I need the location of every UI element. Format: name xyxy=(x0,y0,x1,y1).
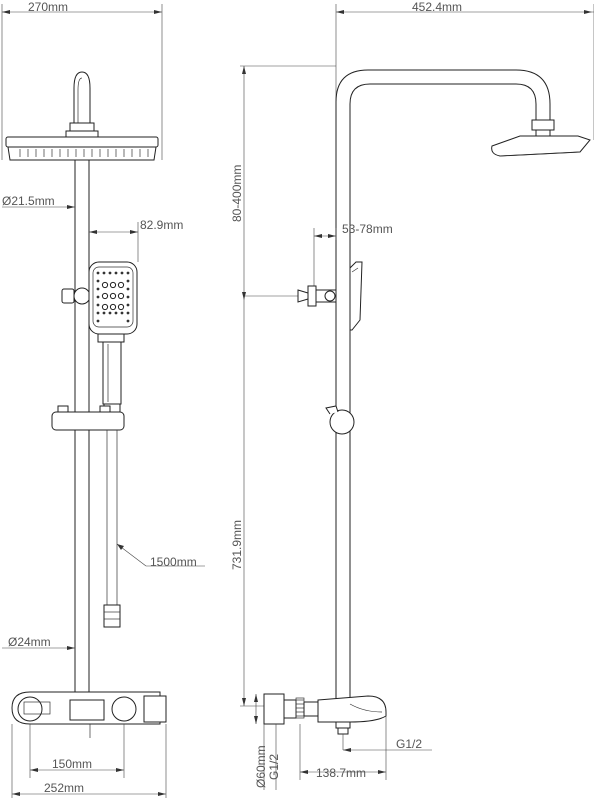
dim-rail-height: 731.9mm xyxy=(230,520,244,570)
dim-total-width: 452.4mm xyxy=(412,0,462,14)
dim-escutcheon-diameter: Ø60mm xyxy=(254,745,268,788)
front-view: 270mm xyxy=(1,0,205,798)
dim-pipe-diameter: Ø21.5mm xyxy=(2,194,55,208)
dim-inlet-spacing: 150mm xyxy=(52,757,92,771)
dim-hose-length: 1500mm xyxy=(150,555,197,569)
dim-mixer-width: 252mm xyxy=(44,781,84,795)
rain-head-nozzles xyxy=(19,149,149,157)
thread-hatch xyxy=(295,697,305,719)
dim-mixer-depth: 138.7mm xyxy=(316,766,366,780)
side-view: 452.4mm 80-400mm 53-78mm xyxy=(230,0,594,790)
dim-bracket-depth: 53-78mm xyxy=(342,222,393,236)
dim-hand-shower-offset: 82.9mm xyxy=(140,218,183,232)
dim-height-adjust: 80-400mm xyxy=(230,165,244,222)
dim-lower-pipe-diameter: Ø24mm xyxy=(8,635,51,649)
hand-shower-spray-dots xyxy=(96,271,130,323)
thread-left-label: G1/2 xyxy=(267,754,281,780)
dim-head-width: 270mm xyxy=(28,0,68,14)
thread-right-label: G1/2 xyxy=(396,737,422,751)
